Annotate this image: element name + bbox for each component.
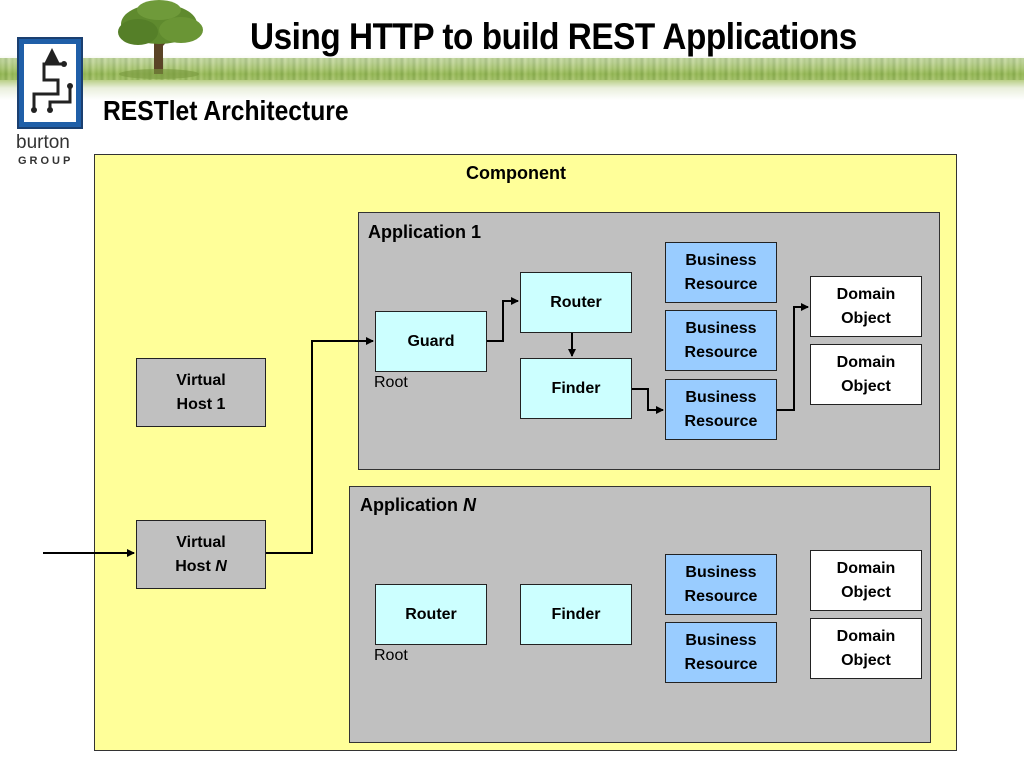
app1-domain-object-2: Domain Object (810, 344, 922, 405)
slide-subtitle: RESTlet Architecture (103, 95, 349, 126)
appn-router-label: Router (405, 605, 457, 623)
header-banner (0, 0, 1024, 100)
appn-finder-box: Finder (520, 584, 632, 645)
guard-box: Guard (375, 311, 487, 372)
virtual-host-1-box: Virtual Host 1 (136, 358, 266, 427)
application-n-label-var: N (463, 495, 476, 515)
app1-business-resource-1: Business Resource (665, 242, 777, 303)
app1-business-resource-2: Business Resource (665, 310, 777, 371)
appn-router-box: Router (375, 584, 487, 645)
app1-domain-object-1: Domain Object (810, 276, 922, 337)
appn-root-label: Root (374, 647, 408, 664)
virtual-host-n-line1: Virtual (176, 533, 226, 551)
appn-domain-object-2: Domain Object (810, 618, 922, 679)
tree-image (118, 0, 203, 79)
application-n-label: Application N (360, 495, 476, 516)
app1-router-box: Router (520, 272, 632, 333)
app1-business-resource-3: Business Resource (665, 379, 777, 440)
application-1-label: Application 1 (368, 222, 482, 242)
virtual-host-n-line2-text: Host (175, 557, 216, 575)
logo-word-1: burton (16, 132, 70, 153)
virtual-host-n-line2: Host N (175, 555, 227, 579)
logo-word-2: GROUP (18, 155, 73, 166)
appn-business-resource-1: Business Resource (665, 554, 777, 615)
app1-router-label: Router (550, 293, 602, 311)
app1-finder-box: Finder (520, 358, 632, 419)
appn-business-resource-2: Business Resource (665, 622, 777, 683)
grass-strip (0, 58, 1024, 80)
appn-domain-object-1: Domain Object (810, 550, 922, 611)
slide-title: Using HTTP to build REST Applications (250, 16, 857, 57)
app1-finder-label: Finder (551, 379, 601, 397)
virtual-host-1-line2: Host 1 (176, 395, 226, 413)
guard-label: Guard (407, 332, 455, 350)
virtual-host-n-line2-var: N (215, 557, 227, 575)
app1-root-label: Root (374, 374, 408, 391)
application-n-label-text: Application (360, 495, 463, 515)
component-label: Component (466, 163, 566, 183)
virtual-host-n-box: Virtual Host N (136, 520, 266, 589)
burton-group-logo: burton GROUP (16, 37, 83, 166)
virtual-host-1-line1: Virtual (176, 371, 226, 389)
appn-finder-label: Finder (551, 605, 601, 623)
